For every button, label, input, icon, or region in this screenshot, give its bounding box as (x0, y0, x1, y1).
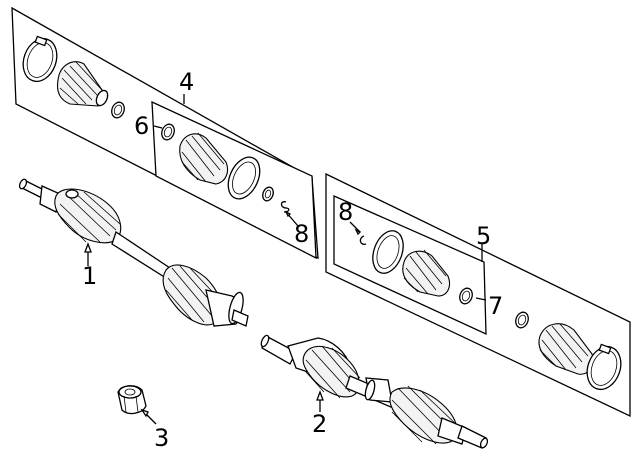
upper-small-clamp (111, 101, 125, 119)
inner-large-ring (227, 156, 261, 200)
upper-boot-kit-panel (11, 6, 319, 260)
upper-clamp-ring (22, 35, 58, 83)
lower-clamp-ring (586, 343, 622, 391)
callout-7: 7 (488, 292, 503, 320)
callout-3: 3 (154, 424, 169, 452)
inner-clamp-6 (161, 123, 175, 141)
callout-5: 5 (476, 222, 491, 250)
lower-large-ring (372, 230, 404, 274)
callout-6: 6 (134, 112, 149, 140)
leader-8-lower (349, 221, 361, 233)
axle-shaft-1 (18, 178, 249, 327)
snap-ring-lower (359, 235, 367, 245)
arrow-1 (84, 242, 92, 253)
lower-boot-kit-panel (325, 172, 631, 418)
upper-outer-boot (56, 61, 109, 107)
callout-1: 1 (82, 262, 97, 290)
arrow-2 (316, 390, 324, 401)
lower-small-clamp (515, 311, 529, 329)
leader-6 (153, 125, 163, 129)
clamp-7 (459, 287, 473, 305)
callout-8-upper: 8 (294, 220, 309, 248)
arrow-8-upper (284, 210, 292, 218)
arrow-3 (140, 408, 149, 418)
inner-small-ring (262, 186, 274, 202)
leader-7 (475, 297, 487, 301)
callout-2: 2 (312, 410, 327, 438)
lower-inner-boot (402, 249, 451, 297)
shaft1-bar (111, 230, 171, 279)
inner-boot (179, 132, 229, 185)
callout-8-lower: 8 (338, 198, 353, 226)
hub-nut-3 (117, 385, 157, 425)
snap-ring-upper (280, 201, 290, 213)
axle-shaft-2 (260, 334, 489, 449)
arrow-8-lower (354, 228, 362, 236)
callout-4: 4 (179, 68, 194, 96)
